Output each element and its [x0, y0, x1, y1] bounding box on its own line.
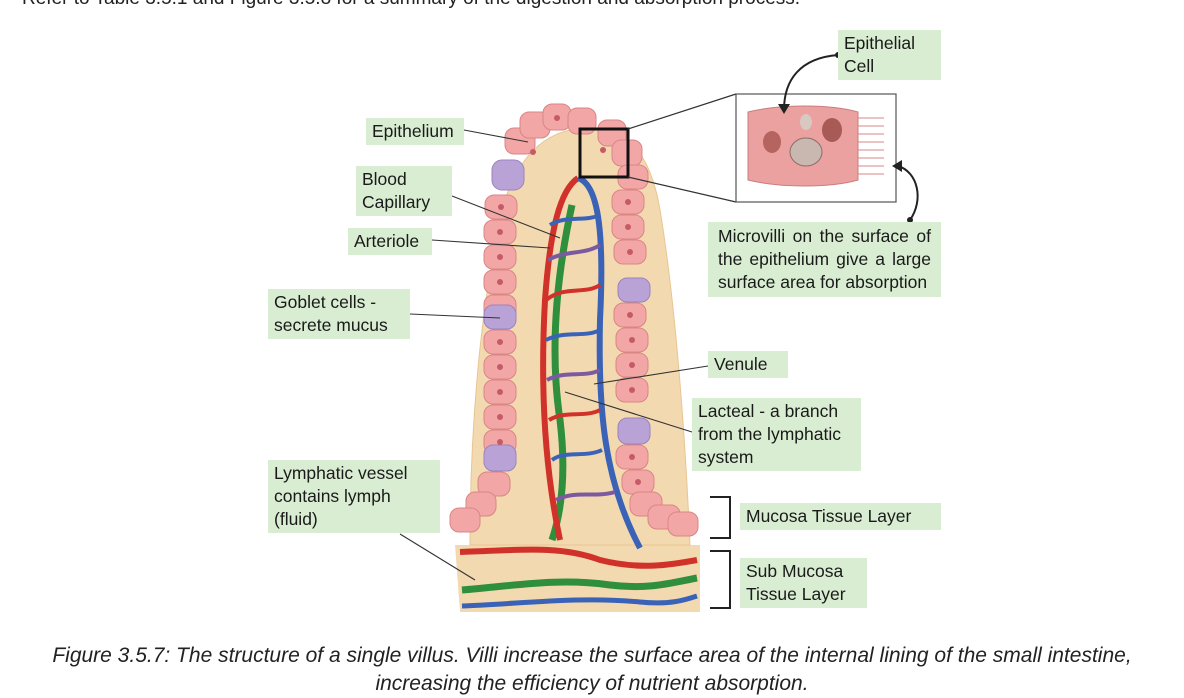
label-arteriole: Arteriole — [348, 228, 432, 255]
arteriole — [540, 175, 580, 541]
submucosa-tissue — [455, 545, 700, 612]
label-microvilli: Microvilli on the surface of the epithel… — [708, 222, 941, 297]
intro-text: Refer to Table 3.5.1 and Figure 3.5.8 fo… — [22, 0, 800, 10]
base-venule — [461, 593, 698, 609]
goblet-cells — [483, 159, 651, 472]
villus-diagram — [399, 52, 919, 612]
pointer-lines — [399, 129, 709, 581]
mucosa-bracket — [710, 496, 731, 539]
label-epithelium: Epithelium — [366, 118, 464, 145]
label-mucosa-layer: Mucosa Tissue Layer — [740, 503, 941, 530]
label-sub-mucosa-layer: Sub Mucosa Tissue Layer — [740, 558, 867, 608]
base-lymphatic-vessel — [461, 574, 698, 594]
highlight-box — [578, 127, 630, 179]
label-goblet-cells: Goblet cells - secrete mucus — [268, 289, 410, 339]
label-lymphatic-vessel: Lymphatic vessel contains lymph (fluid) — [268, 460, 440, 533]
label-venule: Venule — [708, 351, 788, 378]
label-lacteal: Lacteal - a branch from the lymphatic sy… — [692, 398, 861, 471]
venule — [576, 175, 643, 550]
cell-nuclei — [497, 115, 641, 485]
inset-epithelial-cell — [747, 105, 884, 187]
label-blood-capillary: Blood Capillary — [356, 166, 452, 216]
microvilli-arrow — [897, 165, 919, 221]
sub-mucosa-bracket — [710, 550, 731, 609]
base-arteriole — [459, 546, 698, 569]
epithelial-cell-arrow — [783, 54, 839, 111]
figure-caption: Figure 3.5.7: The structure of a single … — [52, 644, 1132, 695]
capillary-network — [544, 213, 616, 502]
label-epithelial-cell: Epithelial Cell — [838, 30, 941, 80]
